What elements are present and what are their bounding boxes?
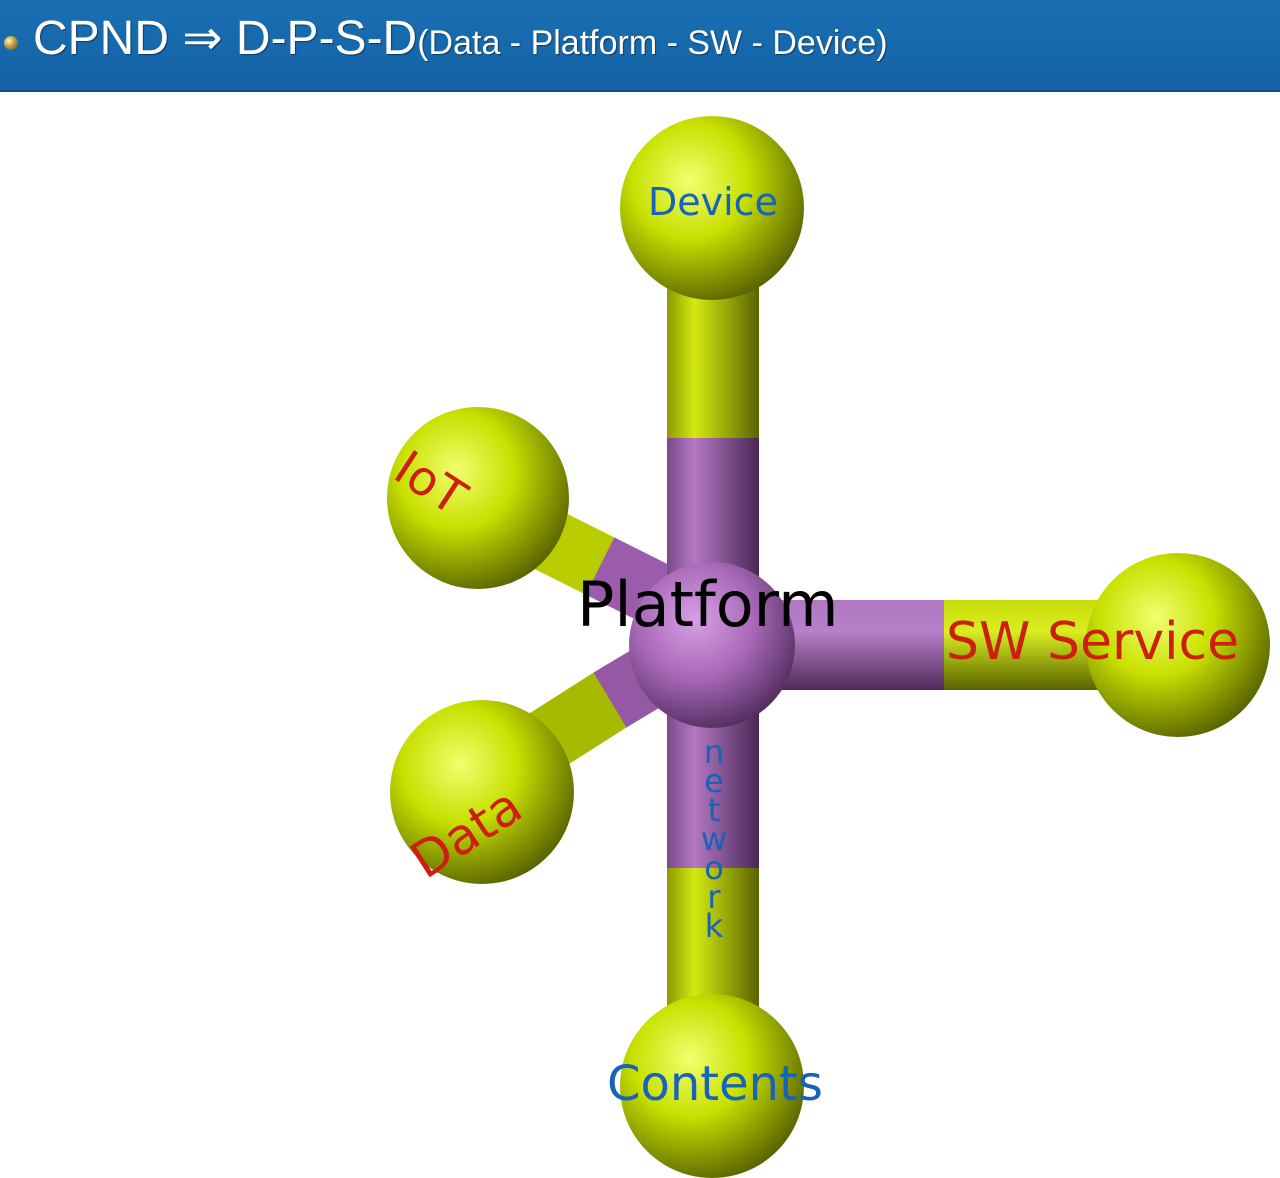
atom-data bbox=[390, 700, 574, 884]
atom-iot bbox=[387, 407, 569, 589]
slide-title: CPND ⇒ D-P-S-D(Data - Platform - SW - De… bbox=[33, 4, 888, 74]
slide-header: CPND ⇒ D-P-S-D(Data - Platform - SW - De… bbox=[0, 0, 1280, 92]
title-sub: (Data - Platform - SW - Device) bbox=[417, 24, 888, 62]
molecule-diagram bbox=[387, 116, 1270, 1178]
title-main: CPND ⇒ D-P-S-D bbox=[33, 12, 418, 65]
node-label-device: Device bbox=[648, 180, 778, 224]
atom-sw-service bbox=[1086, 553, 1270, 737]
center-label-platform: Platform bbox=[577, 568, 839, 641]
node-label-sw-service: SW Service bbox=[946, 612, 1240, 672]
atom-contents bbox=[620, 994, 804, 1178]
bullet-icon bbox=[4, 36, 18, 50]
atom-platform bbox=[629, 562, 795, 728]
atom-device bbox=[620, 116, 804, 300]
bond-label-network: network bbox=[700, 733, 728, 945]
node-label-contents: Contents bbox=[607, 1056, 823, 1112]
